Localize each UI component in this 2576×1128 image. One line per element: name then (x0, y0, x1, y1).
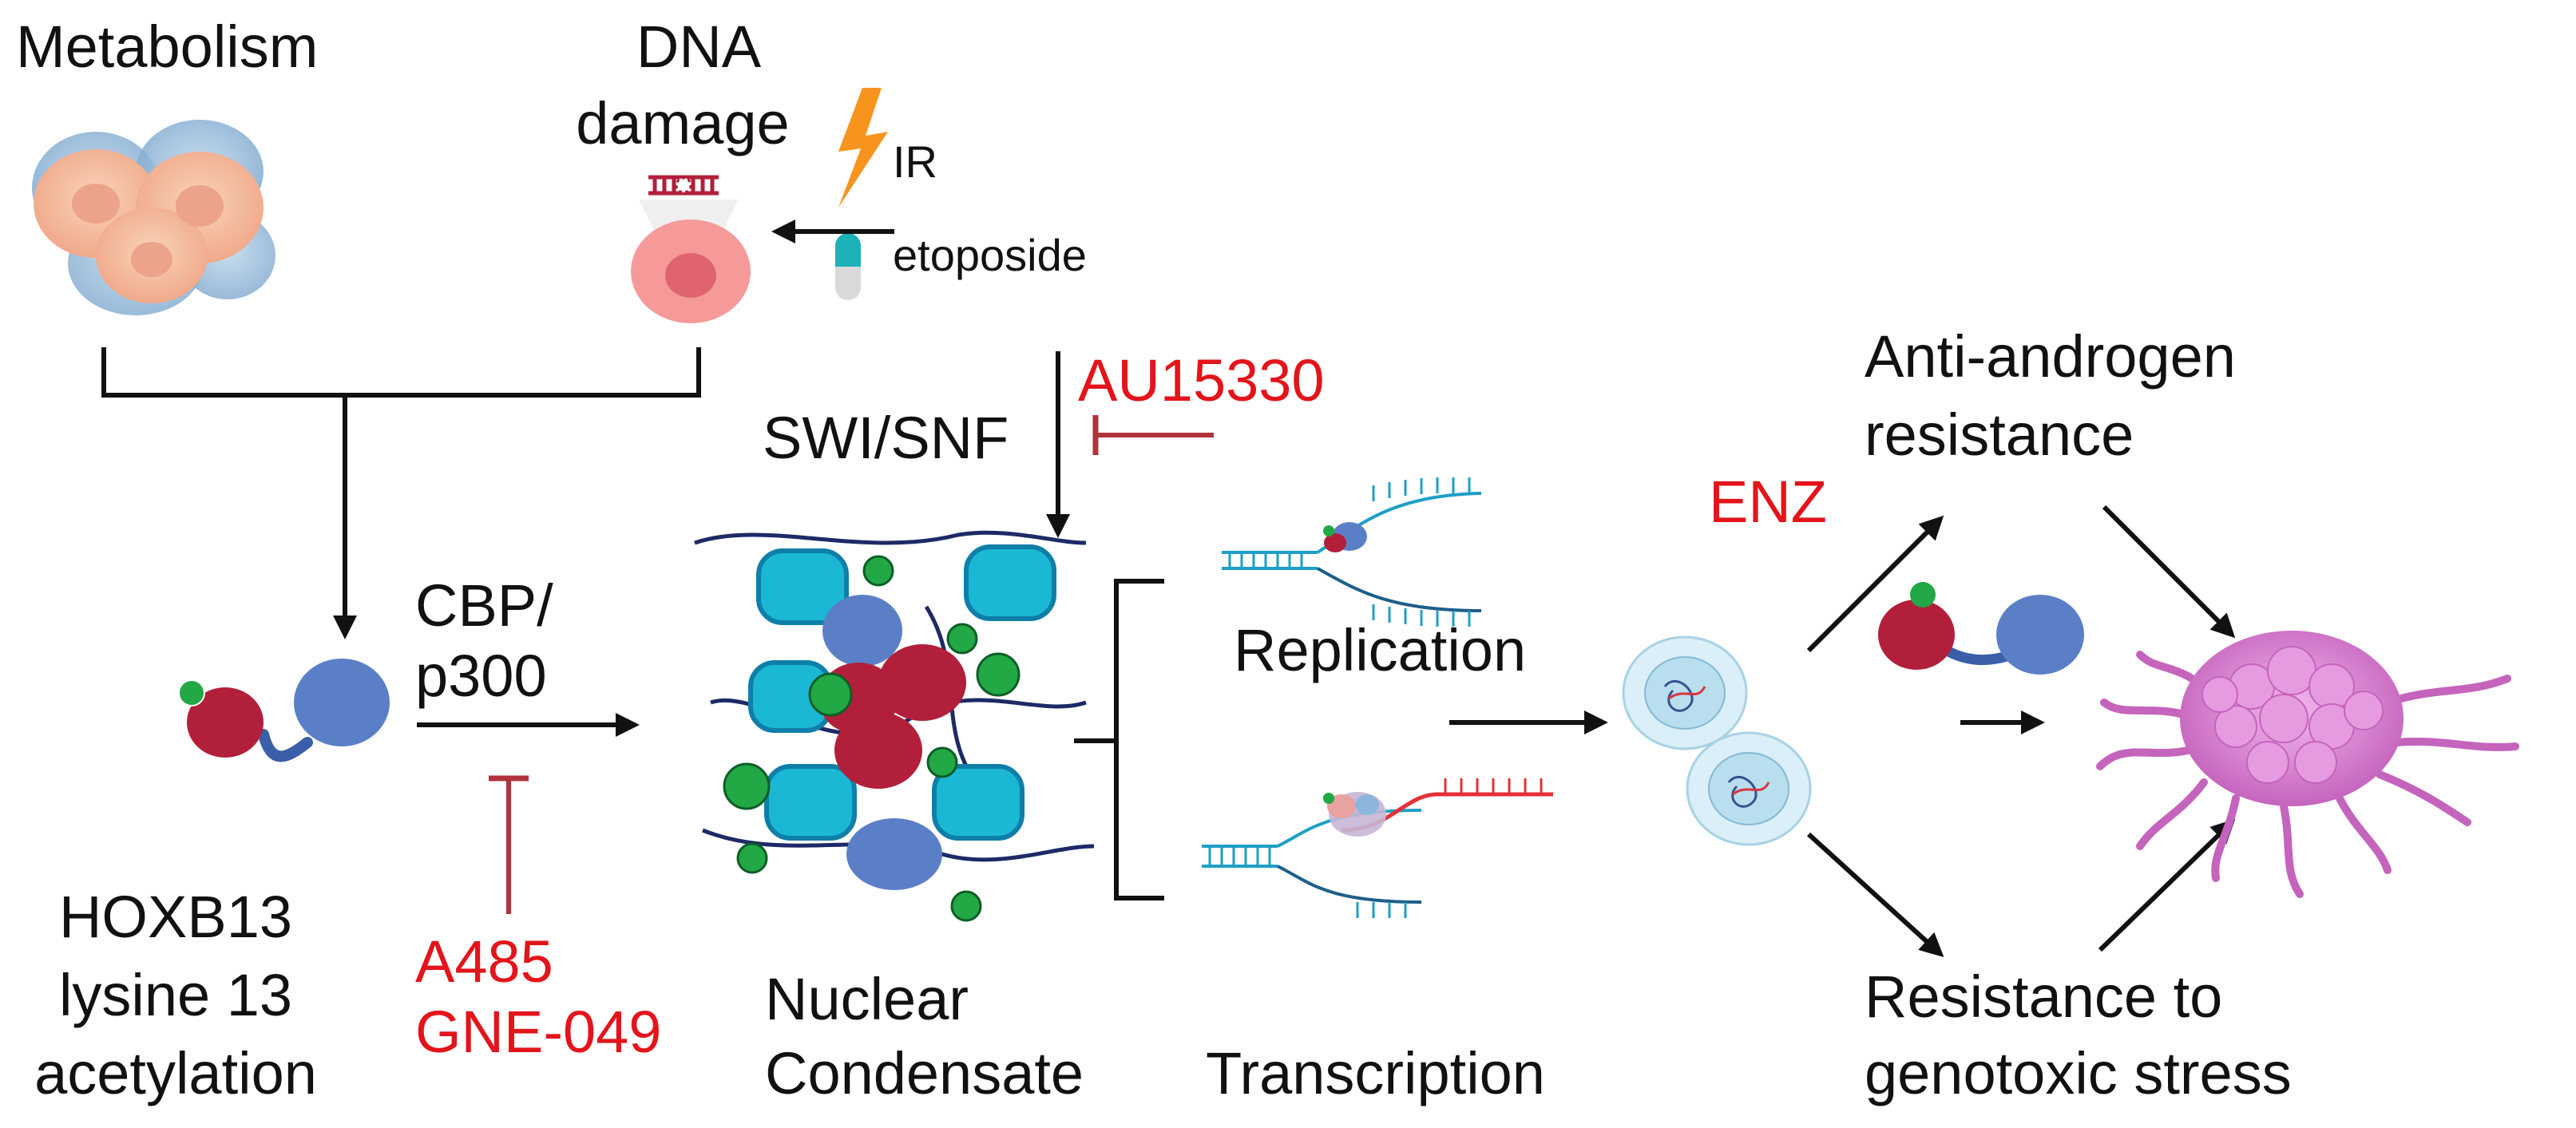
replication-label: Replication (1234, 617, 1527, 683)
dna-damage-label-line2: damage (576, 90, 790, 156)
cbp-label-line1: CBP/ (415, 572, 553, 639)
hoxb13-label-line3: acetylation (34, 1040, 317, 1106)
ir-label: IR (893, 137, 937, 187)
dna-damage-label-line1: DNA (636, 14, 762, 80)
cbp-label-line2: p300 (415, 643, 547, 709)
etoposide-label: etoposide (893, 230, 1087, 280)
tumor-icon (2096, 631, 2519, 898)
gne049-label: GNE-049 (415, 999, 662, 1065)
capsule-icon (835, 233, 861, 300)
genotoxic-label-line1: Resistance to (1865, 964, 2223, 1030)
transcription-label: Transcription (1206, 1040, 1545, 1106)
nucleosome-condensate-icon (694, 530, 1095, 922)
damaged-cell-icon (631, 175, 751, 323)
au15330-label: AU15330 (1078, 347, 1325, 414)
genotoxic-label-line2: genotoxic stress (1865, 1040, 2292, 1106)
transcription-fork-icon (1202, 778, 1553, 918)
hoxb13-label-line2: lysine 13 (58, 962, 293, 1028)
anti-androgen-label-line2: resistance (1865, 402, 2134, 468)
nuclear-condensate-label-line1: Nuclear (765, 966, 969, 1032)
swi-snf-label: SWI/SNF (763, 405, 1009, 471)
anti-androgen-label-line1: Anti-androgen (1865, 323, 2236, 390)
nucleus-cell-icon (1622, 635, 1812, 846)
hoxb13-label-line1: HOXB13 (58, 884, 293, 950)
enz-label: ENZ (1709, 469, 1827, 535)
replication-fork-icon (1222, 477, 1482, 627)
hoxb13-protein-icon (1878, 582, 2084, 675)
lightning-icon (838, 88, 888, 208)
a485-label: A485 (415, 928, 553, 995)
nuclear-condensate-label-line2: Condensate (765, 1040, 1084, 1106)
hoxb13-protein-icon (178, 659, 390, 762)
metabolism-label: Metabolism (16, 14, 319, 80)
cell-cluster-icon (32, 120, 275, 315)
